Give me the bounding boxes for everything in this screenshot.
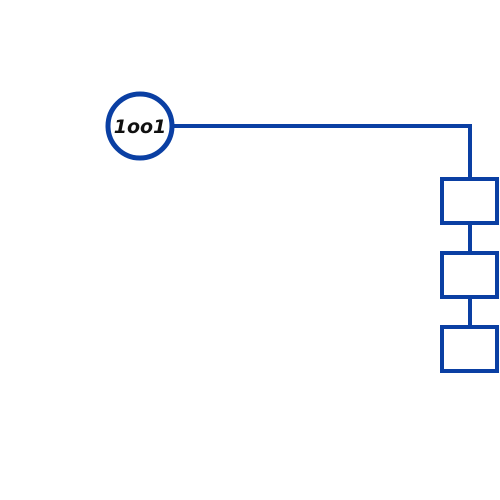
root-node-circle xyxy=(105,91,175,161)
root-node[interactable]: 1oo1 xyxy=(105,91,175,161)
root-connector-line xyxy=(172,124,472,179)
child-box-3 xyxy=(440,325,499,373)
child-box-2 xyxy=(440,251,499,299)
child-node-2[interactable] xyxy=(440,251,499,299)
child-node-3[interactable] xyxy=(440,325,499,373)
child-node-1[interactable] xyxy=(440,177,499,225)
root-node-label: 1oo1 xyxy=(114,116,167,138)
child-box-1 xyxy=(440,177,499,225)
